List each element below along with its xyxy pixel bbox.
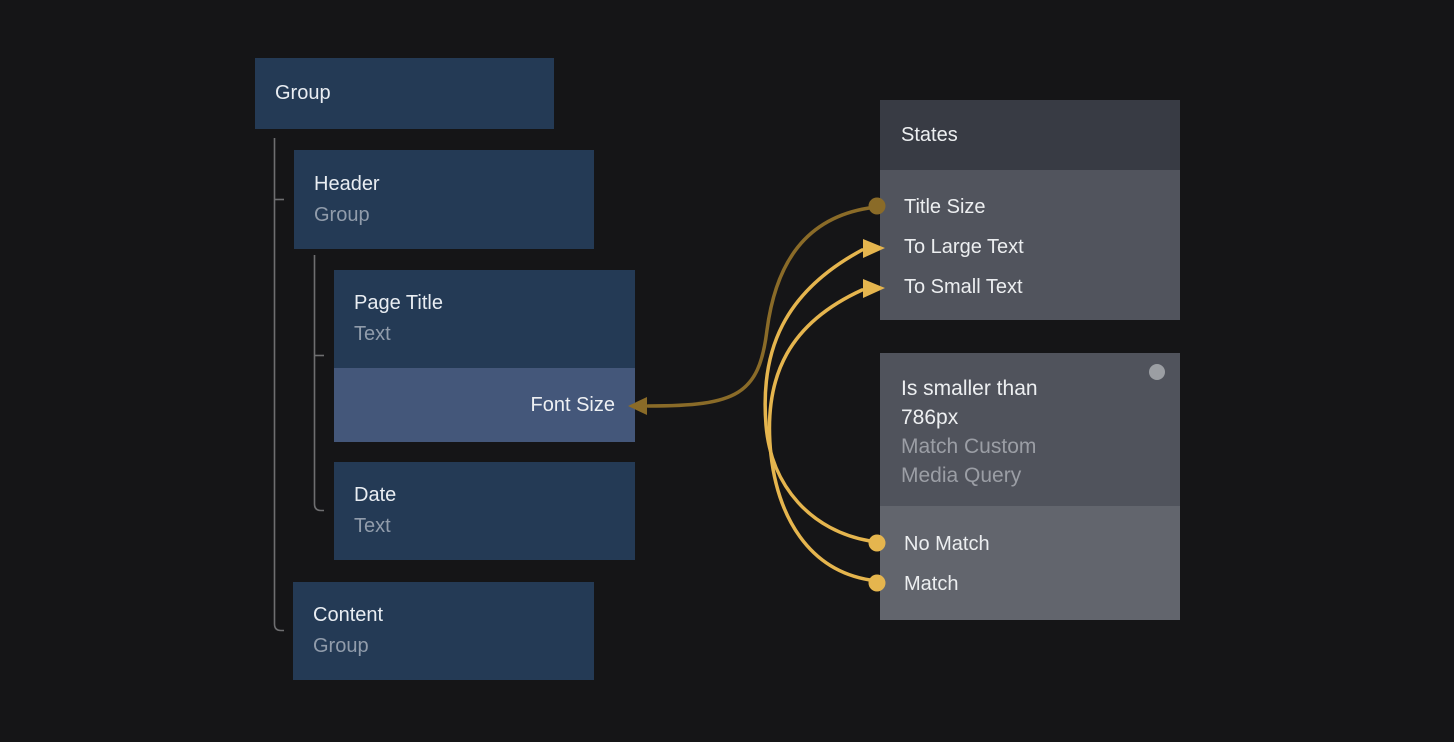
layer-node-type: Text [354, 515, 391, 537]
media-query-panel: Is smaller than 786px Match Custom Media… [880, 353, 1180, 620]
states-panel-body: Title Size To Large Text To Small Text [880, 170, 1180, 320]
layer-node-title: Date [354, 484, 397, 506]
connection-curve-title-size-to-font-size [646, 206, 871, 408]
tree-connector-line [313, 255, 324, 512]
property-override-font-size[interactable]: Font Size [334, 368, 635, 442]
layer-node-title: Group [275, 82, 331, 104]
states-panel-header: States [880, 100, 1180, 170]
property-override-label: Font Size [530, 393, 615, 416]
media-query-panel-header: Is smaller than 786px Match Custom Media… [880, 353, 1180, 506]
layer-node-header[interactable]: Header Group [294, 150, 594, 249]
connection-curve-no-match-to-large-text [763, 248, 872, 543]
mq-item-match[interactable]: Match [904, 572, 959, 595]
media-query-type-line: Media Query [901, 464, 1022, 487]
state-item-to-large-text[interactable]: To Large Text [904, 235, 1024, 258]
layer-node-type: Group [313, 635, 369, 657]
layer-node-title: Header [314, 172, 380, 195]
media-query-title-line: Is smaller than [901, 377, 1038, 400]
layer-node-title: Content [313, 604, 384, 626]
layer-node-date[interactable]: Date Text [334, 462, 635, 560]
layer-node-title: Page Title [354, 292, 443, 314]
states-panel: States Title Size To Large Text To Small… [880, 100, 1180, 320]
layer-node-type: Group [314, 203, 370, 226]
mq-item-no-match[interactable]: No Match [904, 532, 990, 555]
status-dot-icon [1149, 364, 1165, 380]
states-panel-title: States [901, 123, 958, 146]
layer-node-group[interactable]: Group [255, 58, 554, 129]
layer-node-type: Text [354, 323, 391, 345]
layer-node-content[interactable]: Content Group [293, 582, 594, 680]
state-item-title-size[interactable]: Title Size [904, 195, 986, 218]
media-query-title-line: 786px [901, 406, 959, 429]
media-query-type-line: Match Custom [901, 435, 1037, 458]
layer-node-page-title[interactable]: Page Title Text [334, 270, 635, 368]
tree-connector-line [273, 138, 284, 632]
state-item-to-small-text[interactable]: To Small Text [904, 275, 1023, 298]
connection-curve-match-to-small-text [767, 288, 872, 582]
media-query-panel-body: No Match Match [880, 506, 1180, 620]
